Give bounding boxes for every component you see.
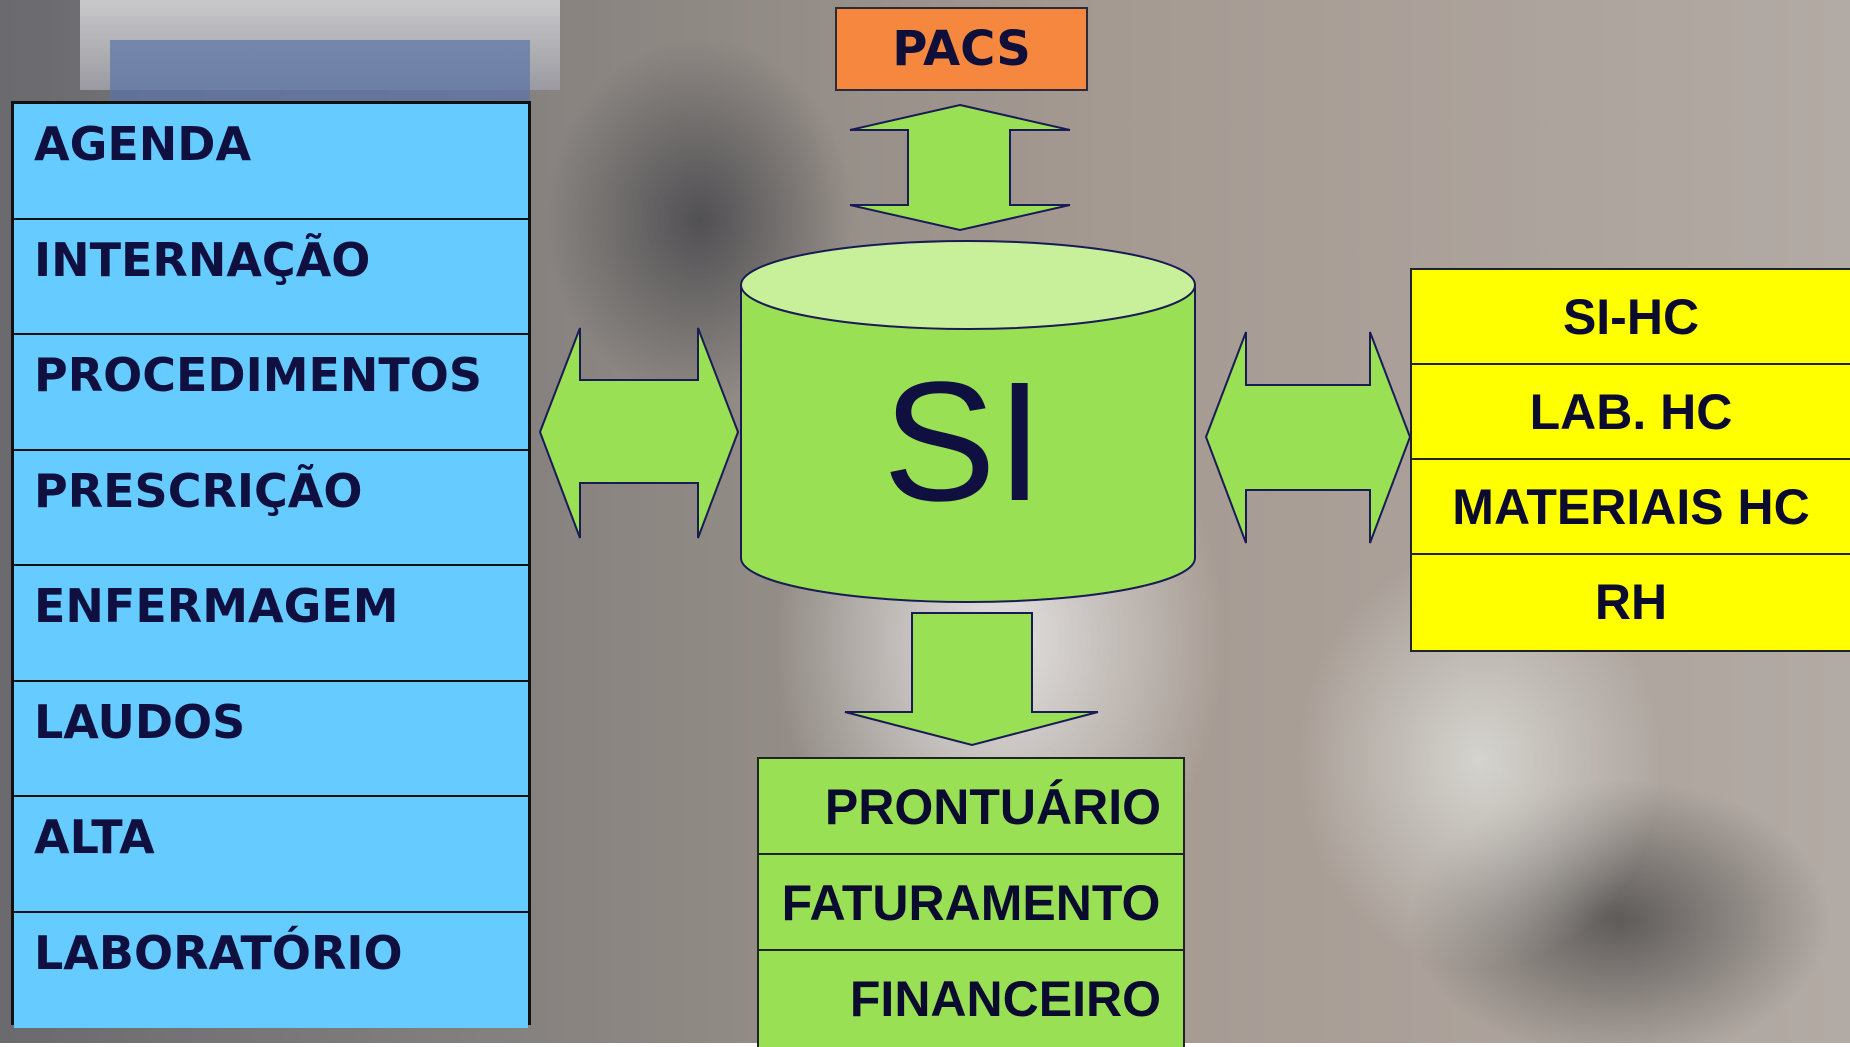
module-agenda: AGENDA: [14, 104, 528, 220]
module-procedimentos: PROCEDIMENTOS: [14, 335, 528, 451]
module-financeiro: FINANCEIRO: [759, 951, 1183, 1047]
bottom-module-list: PRONTUÁRIO FATURAMENTO FINANCEIRO: [757, 757, 1185, 1047]
si-cylinder-body: [740, 284, 1196, 603]
arrow-si-right: [1204, 331, 1412, 544]
module-internacao: INTERNAÇÃO: [14, 219, 528, 335]
module-faturamento: FATURAMENTO: [759, 855, 1183, 951]
module-alta: ALTA: [14, 797, 528, 913]
arrow-pacs-si: [849, 103, 1071, 232]
right-module-list: SI-HC LAB. HC MATERIAIS HC RH: [1410, 268, 1850, 652]
module-prontuario: PRONTUÁRIO: [759, 759, 1183, 855]
module-enfermagem: ENFERMAGEM: [14, 566, 528, 682]
module-si-hc: SI-HC: [1412, 270, 1850, 365]
module-rh: RH: [1412, 555, 1850, 650]
module-prescricao: PRESCRIÇÃO: [14, 450, 528, 566]
si-cylinder-top: [740, 240, 1196, 330]
left-module-list: AGENDA INTERNAÇÃO PROCEDIMENTOS PRESCRIÇ…: [11, 101, 531, 1028]
background-screen: [110, 40, 530, 110]
module-pacs: PACS: [835, 7, 1088, 91]
si-label: SI: [883, 347, 1044, 537]
module-laudos: LAUDOS: [14, 681, 528, 797]
module-laboratorio: LABORATÓRIO: [14, 912, 528, 1028]
module-lab-hc: LAB. HC: [1412, 365, 1850, 460]
module-materiais-hc: MATERIAIS HC: [1412, 460, 1850, 555]
arrow-si-bottom: [844, 612, 1099, 747]
arrow-left-si: [538, 327, 740, 539]
